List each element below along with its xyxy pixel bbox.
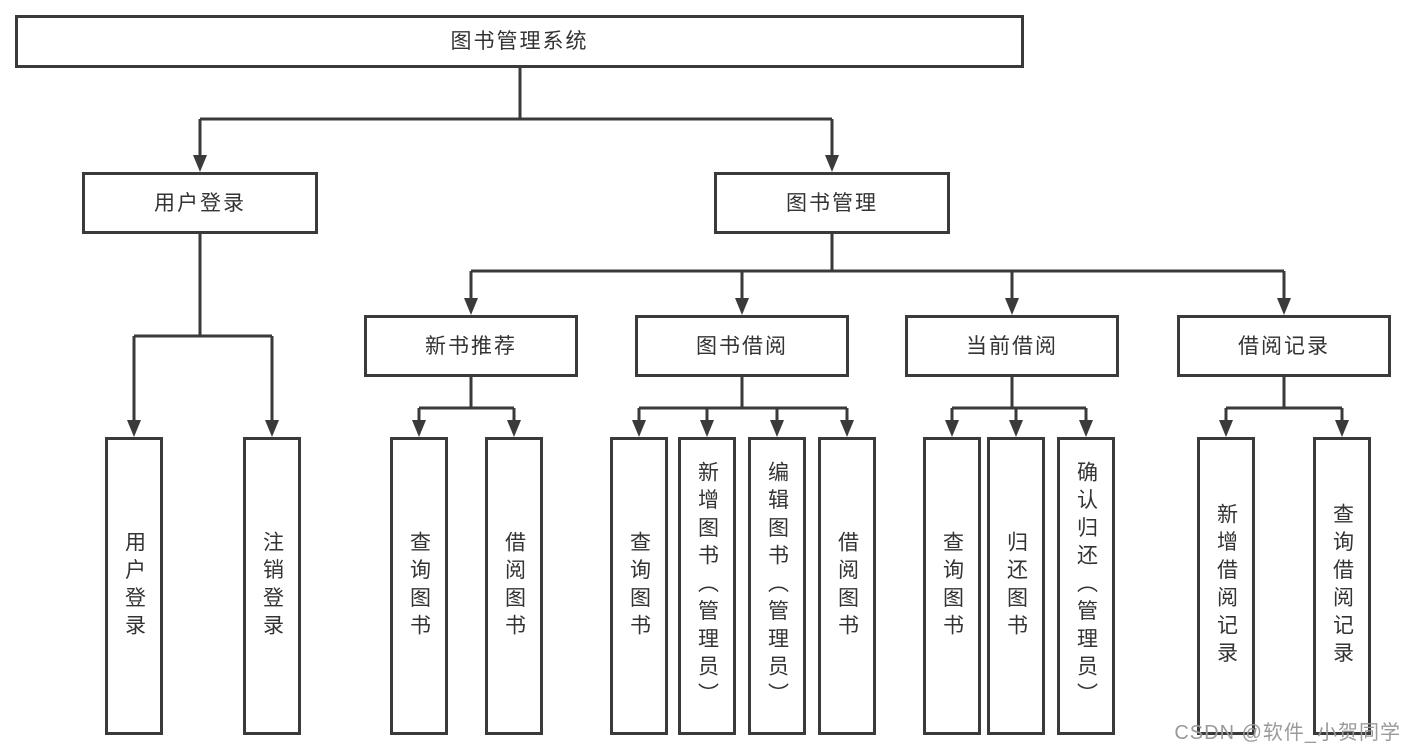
connector-line bbox=[637, 377, 849, 422]
node-root-system: 图书管理系统 bbox=[15, 15, 1024, 68]
connector-book-management-arrowheads bbox=[464, 298, 1291, 315]
connector-line bbox=[950, 377, 1088, 422]
arrow-down-icon bbox=[1277, 298, 1291, 315]
arrow-down-icon bbox=[1079, 420, 1093, 437]
csdn-watermark: CSDN @软件_小贺同学 bbox=[1174, 722, 1401, 744]
arrow-down-icon bbox=[770, 420, 784, 437]
connector-borrow-records-children bbox=[1224, 377, 1344, 422]
arrow-down-icon bbox=[1009, 420, 1023, 437]
leaf-return-book: 归还图书 bbox=[987, 437, 1045, 735]
node-current-borrow: 当前借阅 bbox=[905, 315, 1119, 377]
arrow-down-icon bbox=[632, 420, 646, 437]
node-new-book-recommend: 新书推荐 bbox=[364, 315, 578, 377]
connector-line bbox=[1224, 377, 1344, 422]
arrow-down-icon bbox=[412, 420, 426, 437]
connector-book-borrow-children bbox=[637, 377, 849, 422]
leaf-query-books-borrow: 查询图书 bbox=[610, 437, 668, 735]
arrow-down-icon bbox=[945, 420, 959, 437]
node-book-management: 图书管理 bbox=[714, 172, 950, 234]
arrow-down-icon bbox=[1335, 420, 1349, 437]
leaf-query-books-recommend: 查询图书 bbox=[390, 437, 448, 735]
node-borrow-records: 借阅记录 bbox=[1177, 315, 1391, 377]
leaf-logout: 注销登录 bbox=[243, 437, 301, 735]
arrow-down-icon bbox=[1005, 298, 1019, 315]
arrow-down-icon bbox=[1219, 420, 1233, 437]
arrow-down-icon bbox=[127, 420, 141, 437]
connector-line bbox=[198, 68, 834, 158]
arrow-down-icon bbox=[840, 420, 854, 437]
arrow-down-icon bbox=[265, 420, 279, 437]
leaf-query-books-current: 查询图书 bbox=[923, 437, 981, 735]
connector-current-borrow-children bbox=[950, 377, 1088, 422]
connector-book-management-children bbox=[469, 234, 1286, 300]
node-user-login: 用户登录 bbox=[82, 172, 318, 234]
node-book-borrow: 图书借阅 bbox=[635, 315, 849, 377]
connector-root-arrowheads bbox=[193, 155, 839, 172]
connector-borrow-records-arrowheads bbox=[1219, 420, 1349, 437]
connector-new-book-children bbox=[417, 377, 516, 422]
connector-line bbox=[417, 377, 516, 422]
leaf-query-borrow-record: 查询借阅记录 bbox=[1313, 437, 1371, 735]
arrow-down-icon bbox=[825, 155, 839, 172]
leaf-borrow-books-recommend: 借阅图书 bbox=[485, 437, 543, 735]
arrow-down-icon bbox=[464, 298, 478, 315]
leaf-user-login: 用户登录 bbox=[105, 437, 163, 735]
connector-root-to-level2 bbox=[198, 68, 834, 158]
leaf-add-borrow-record: 新增借阅记录 bbox=[1197, 437, 1255, 735]
connector-current-borrow-arrowheads bbox=[945, 420, 1093, 437]
connector-user-login-arrowheads bbox=[127, 420, 279, 437]
connector-new-book-arrowheads bbox=[412, 420, 521, 437]
leaf-confirm-return-admin: 确认归还（管理员） bbox=[1057, 437, 1115, 735]
arrow-down-icon bbox=[193, 155, 207, 172]
connector-book-borrow-arrowheads bbox=[632, 420, 854, 437]
arrow-down-icon bbox=[735, 298, 749, 315]
connector-line bbox=[132, 234, 274, 422]
leaf-add-book-admin: 新增图书（管理员） bbox=[678, 437, 736, 735]
connector-user-login-children bbox=[132, 234, 274, 422]
arrow-down-icon bbox=[700, 420, 714, 437]
leaf-borrow-books: 借阅图书 bbox=[818, 437, 876, 735]
leaf-edit-book-admin: 编辑图书（管理员） bbox=[748, 437, 806, 735]
connector-line bbox=[469, 234, 1286, 300]
arrow-down-icon bbox=[507, 420, 521, 437]
